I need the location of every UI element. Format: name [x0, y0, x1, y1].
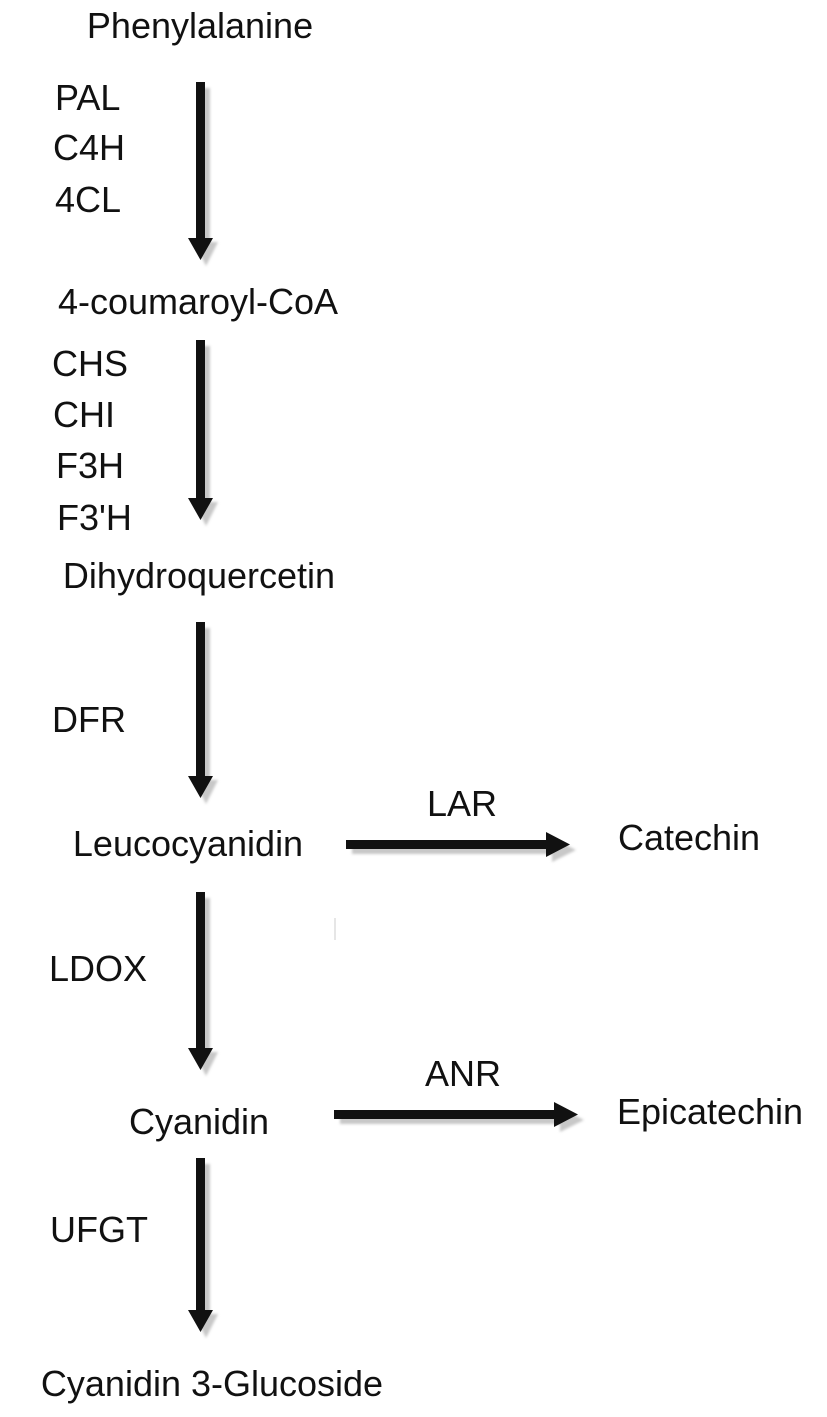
arrow-phenylalanine-to-coumaroyl	[188, 82, 213, 260]
enzyme-ufgt: UFGT	[50, 1209, 148, 1250]
stray-mark	[334, 918, 336, 940]
enzyme-chi: CHI	[53, 394, 115, 435]
enzyme-pal: PAL	[55, 77, 121, 118]
arrow-cyanidin-to-glucoside	[188, 1158, 213, 1332]
compound-cyanidin: Cyanidin	[128, 1101, 270, 1142]
arrow-leucocyanidin-to-cyanidin	[188, 892, 213, 1070]
compound-leucocyanidin: Leucocyanidin	[72, 823, 304, 864]
compound-epicatechin: Epicatechin	[616, 1091, 804, 1132]
enzyme-4cl: 4CL	[55, 179, 122, 220]
enzyme-dfr: DFR	[52, 699, 126, 740]
arrow-cyanidin-to-epicatechin	[334, 1102, 578, 1127]
enzyme-f3h: F3H	[56, 445, 125, 486]
enzyme-anr: ANR	[424, 1053, 502, 1094]
compound-cyanidin-3-glucoside: Cyanidin 3-Glucoside	[40, 1363, 384, 1404]
arrow-coumaroyl-to-dihydroquercetin	[188, 340, 213, 520]
arrow-leucocyanidin-to-catechin	[346, 832, 570, 857]
compound-phenylalanine: Phenylalanine	[86, 5, 314, 46]
enzyme-lar: LAR	[426, 783, 498, 824]
enzyme-chs: CHS	[52, 343, 129, 384]
enzyme-ldox: LDOX	[49, 948, 148, 989]
compound-dihydroquercetin: Dihydroquercetin	[62, 555, 336, 596]
compound-catechin: Catechin	[617, 817, 761, 858]
arrow-dihydroquercetin-to-leucocyanidin	[188, 622, 213, 798]
compound-4-coumaroyl-coa: 4-coumaroyl-CoA	[57, 281, 339, 322]
arrow-shadows	[194, 88, 584, 1338]
enzyme-f3primeh: F3'H	[57, 497, 132, 538]
enzyme-c4h: C4H	[53, 127, 126, 168]
